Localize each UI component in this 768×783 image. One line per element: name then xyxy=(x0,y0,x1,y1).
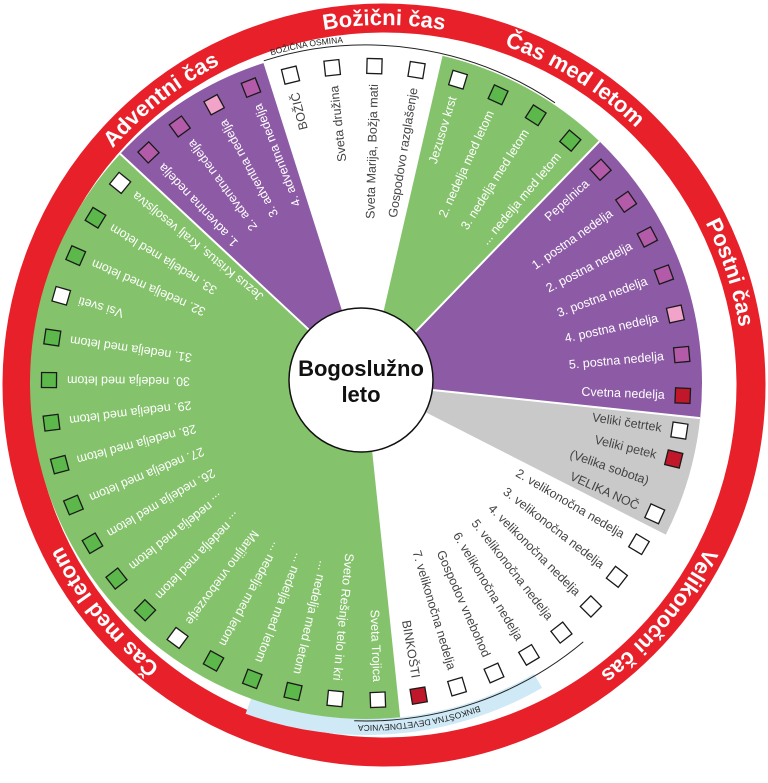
checkbox[interactable] xyxy=(674,387,692,405)
checkbox[interactable] xyxy=(40,371,58,389)
center-title-line-2: leto xyxy=(341,382,380,407)
checkbox[interactable] xyxy=(49,454,70,475)
calendar-item[interactable]: Sveta Trojica xyxy=(367,609,387,709)
center-title-line-1: Bogoslužno xyxy=(298,356,424,381)
checkbox[interactable] xyxy=(614,190,638,214)
checkbox[interactable] xyxy=(203,93,226,116)
checkbox[interactable] xyxy=(323,58,342,77)
checkbox[interactable] xyxy=(409,686,429,705)
calendar-item[interactable]: 30. nedelja med letom xyxy=(40,371,190,389)
pentecost-novena-band xyxy=(245,668,543,735)
checkbox[interactable] xyxy=(636,225,659,248)
checkbox[interactable] xyxy=(136,140,161,164)
band-shape xyxy=(245,668,543,735)
checkbox[interactable] xyxy=(105,567,128,590)
checkbox[interactable] xyxy=(166,626,189,650)
sector-ordinary-time-1 xyxy=(366,55,600,383)
checkbox[interactable] xyxy=(483,662,505,684)
checkbox[interactable] xyxy=(579,594,603,618)
checkbox[interactable] xyxy=(605,565,629,589)
checkbox[interactable] xyxy=(366,57,383,75)
checkbox[interactable] xyxy=(549,621,573,645)
calendar-item[interactable]: Cvetna nedelja xyxy=(581,385,692,405)
checkbox[interactable] xyxy=(108,171,132,195)
checkbox[interactable] xyxy=(446,676,468,697)
sector-lent xyxy=(366,141,702,419)
checkbox[interactable] xyxy=(202,649,225,672)
outer-red-ring xyxy=(2,3,766,767)
checkbox[interactable] xyxy=(81,532,104,555)
pentecost-novena-arc xyxy=(354,641,584,722)
sector-christmas xyxy=(264,46,442,383)
center-circle xyxy=(288,307,434,453)
checkbox[interactable] xyxy=(241,668,263,690)
checkbox[interactable] xyxy=(643,503,666,525)
checkbox[interactable] xyxy=(663,449,684,469)
sector-triduum xyxy=(366,383,701,536)
checkbox[interactable] xyxy=(133,598,157,622)
item-label: Sveta Trojica xyxy=(367,609,384,682)
checkbox[interactable] xyxy=(589,158,613,182)
sector-advent xyxy=(120,62,366,383)
checkbox[interactable] xyxy=(43,328,62,347)
checkbox[interactable] xyxy=(64,244,87,267)
checkbox[interactable] xyxy=(447,69,469,90)
item-label: Cvetna nedelja xyxy=(581,385,665,402)
checkbox[interactable] xyxy=(62,494,85,516)
checkbox[interactable] xyxy=(627,533,651,556)
item-label: Sveta Marija, Božja mati xyxy=(363,84,381,219)
sector-easter xyxy=(366,383,666,718)
checkbox[interactable] xyxy=(558,129,582,153)
checkbox[interactable] xyxy=(84,206,107,229)
calendar-item[interactable]: Sveta Marija, Božja mati xyxy=(363,57,383,219)
checkbox[interactable] xyxy=(407,60,426,80)
checkbox[interactable] xyxy=(283,681,303,702)
checkbox[interactable] xyxy=(42,413,61,432)
checkbox[interactable] xyxy=(524,104,547,127)
christmas-octave-arc xyxy=(263,44,556,104)
checkbox[interactable] xyxy=(517,643,541,667)
checkbox[interactable] xyxy=(369,691,387,709)
checkbox[interactable] xyxy=(670,421,689,440)
checkbox[interactable] xyxy=(672,345,691,364)
checkbox[interactable] xyxy=(665,304,686,324)
checkbox[interactable] xyxy=(487,84,509,106)
checkbox[interactable] xyxy=(240,77,262,99)
item-label: 30. nedelja med letom xyxy=(67,373,190,388)
checkbox[interactable] xyxy=(326,689,345,708)
checkbox[interactable] xyxy=(168,115,192,138)
checkbox[interactable] xyxy=(653,264,675,286)
checkbox[interactable] xyxy=(51,285,72,306)
checkbox[interactable] xyxy=(280,65,301,85)
